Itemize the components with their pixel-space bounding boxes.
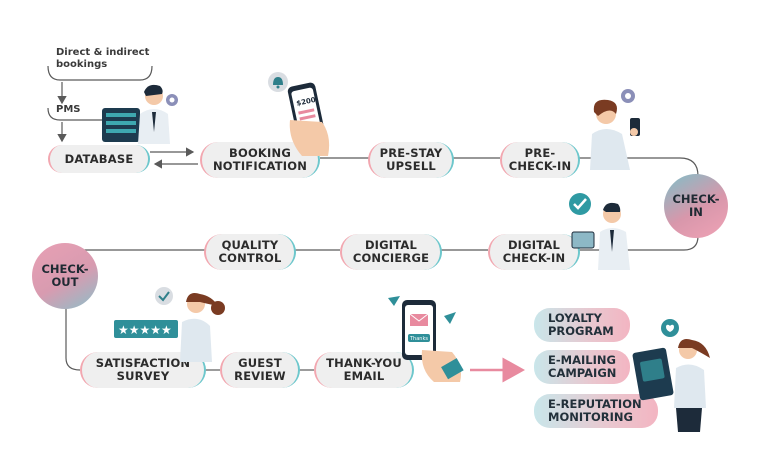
- outcome-emailing-campaign: E-MAILING CAMPAIGN: [534, 350, 630, 384]
- step-thank-you-email: THANK-YOU EMAIL: [314, 352, 414, 388]
- step-guest-review: GUEST REVIEW: [220, 352, 300, 388]
- check-icon: [155, 287, 173, 305]
- pre-checkin-person-illustration: [590, 89, 640, 170]
- step-digital-concierge: DIGITAL CONCIERGE: [340, 234, 442, 270]
- loyalty-person-illustration: [632, 319, 710, 432]
- phone-hand-illustration: $200: [268, 72, 330, 156]
- email-phone-illustration: Thanks: [388, 296, 464, 382]
- gear-icon: [166, 94, 178, 106]
- step-check-in: CHECK- IN: [664, 174, 728, 238]
- outcome-e-reputation-monitoring: E-REPUTATION MONITORING: [534, 394, 658, 428]
- database-person-illustration: [102, 84, 178, 144]
- phone-price-text: $200: [296, 96, 317, 108]
- step-digital-check-in: DIGITAL CHECK-IN: [488, 234, 580, 270]
- star-icon: ★★★★★: [118, 323, 172, 337]
- svg-text:★★★★★: ★★★★★: [118, 323, 172, 337]
- paper-plane-icon: [444, 312, 456, 324]
- gear-icon: [621, 89, 635, 103]
- paper-plane-icon: [388, 296, 400, 306]
- check-icon: [569, 193, 591, 215]
- bookings-label: Direct & indirect bookings: [56, 47, 150, 70]
- bell-icon: [268, 72, 288, 92]
- survey-person-illustration: ★★★★★: [114, 287, 225, 362]
- digital-checkin-person-illustration: [569, 193, 630, 270]
- outcome-loyalty-program: LOYALTY PROGRAM: [534, 308, 630, 342]
- step-pre-check-in: PRE- CHECK-IN: [500, 142, 580, 178]
- step-check-out: CHECK- OUT: [32, 243, 98, 309]
- envelope-icon: [409, 313, 429, 326]
- heart-icon: [661, 319, 679, 337]
- pms-bracket: [47, 107, 150, 121]
- email-button-text: Thanks: [409, 336, 428, 342]
- step-database: DATABASE: [48, 145, 150, 173]
- step-satisfaction-survey: SATISFACTION SURVEY: [80, 352, 206, 388]
- step-quality-control: QUALITY CONTROL: [204, 234, 296, 270]
- step-pre-stay-upsell: PRE-STAY UPSELL: [368, 142, 454, 178]
- bookings-bracket: [47, 65, 153, 81]
- pms-label: PMS: [56, 104, 81, 115]
